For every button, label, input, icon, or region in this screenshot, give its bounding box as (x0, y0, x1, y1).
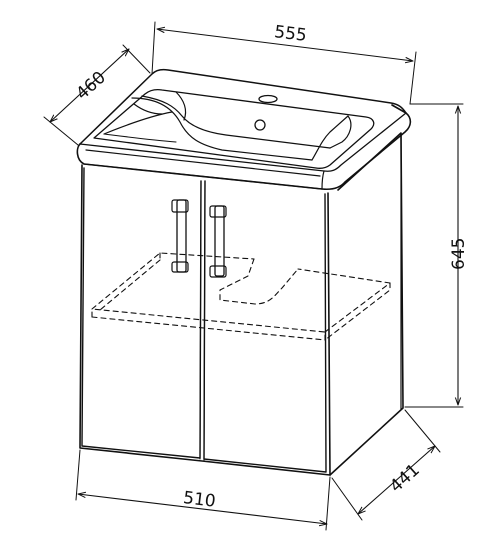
dim-label-top-depth: 460 (72, 68, 109, 105)
siphon-cutout (219, 258, 299, 305)
dim-label-top-width: 555 (273, 22, 308, 46)
dimension-height: 645 (404, 103, 469, 408)
tap-hole-icon (258, 94, 278, 104)
basin-countertop (76, 68, 412, 191)
door-handle-right (209, 205, 227, 278)
internal-shelf-hidden (91, 252, 391, 341)
dimension-base-depth: 441 (331, 409, 441, 521)
cabinet-side-panel (329, 132, 404, 476)
dim-label-base-width: 510 (182, 488, 217, 512)
drain-hole-icon (254, 119, 266, 131)
cabinet-body (79, 132, 404, 476)
dimension-base-width: 510 (75, 449, 331, 531)
dim-label-height: 645 (449, 238, 469, 270)
right-door (203, 180, 327, 473)
dim-label-base-depth: 441 (386, 460, 423, 497)
dimension-top-depth: 460 (43, 44, 151, 146)
sink-bowl (93, 88, 375, 170)
door-handle-left (171, 199, 189, 273)
dimension-top-width: 555 (151, 21, 417, 105)
